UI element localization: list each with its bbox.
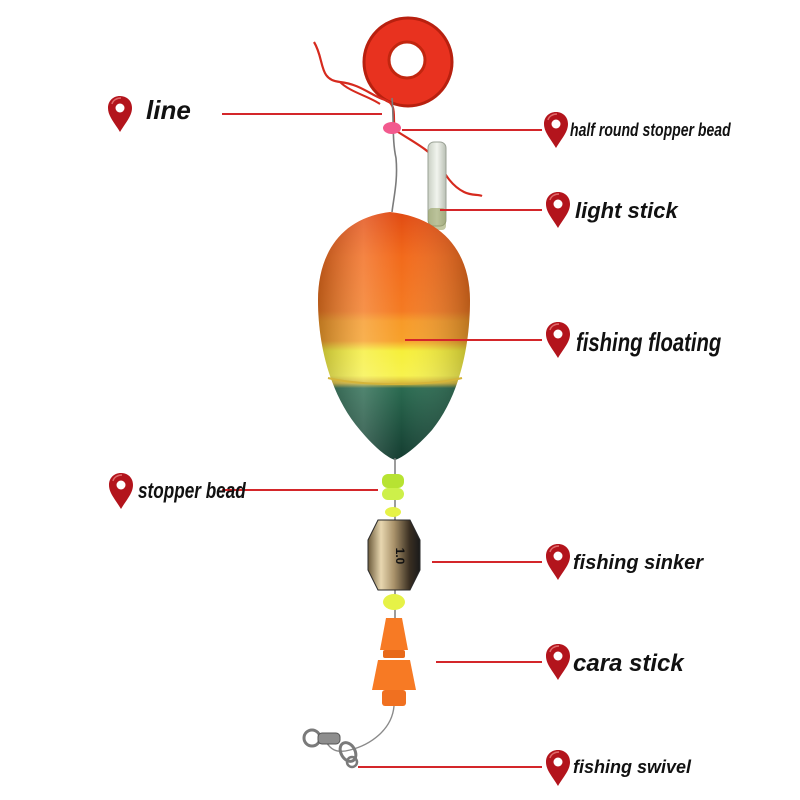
pin-line-map-pin-icon [108, 96, 132, 132]
label-fishing-swivel: fishing swivel [573, 757, 692, 777]
light-stick [427, 141, 447, 230]
half-round-stopper-bead [383, 122, 401, 134]
label-light-stick: light stick [575, 198, 678, 223]
label-fishing-sinker: fishing sinker [573, 552, 704, 574]
pin-light-stick-map-pin-icon [546, 192, 570, 228]
pin-half-round-stopper-bead-map-pin-icon [544, 112, 568, 148]
cara-stick [372, 618, 416, 706]
sinker-marking: 1.0 [393, 548, 407, 565]
rubber-ring-icon [362, 16, 454, 108]
fishing-line [391, 97, 398, 213]
stopper-bead [382, 474, 404, 500]
float-body [318, 212, 470, 460]
label-stopper-bead: stopper bead [138, 478, 246, 503]
label-cara-stick: cara stick [573, 650, 684, 677]
small-bead-bottom [383, 594, 405, 610]
small-bead-top [385, 507, 401, 517]
label-fishing-floating: fishing floating [576, 327, 722, 357]
swivel-wire [325, 705, 395, 752]
pin-stopper-bead-map-pin-icon [109, 473, 133, 509]
fishing-sinker: 1.0 [367, 519, 421, 591]
label-line: line [146, 95, 191, 125]
label-half-round-stopper-bead: half round stopper bead [570, 120, 731, 140]
fishing-swivel [302, 728, 359, 769]
pin-fishing-swivel-map-pin-icon [546, 750, 570, 786]
pin-fishing-sinker-map-pin-icon [546, 544, 570, 580]
pin-fishing-floating-map-pin-icon [546, 322, 570, 358]
pin-cara-stick-map-pin-icon [546, 644, 570, 680]
red-cord-tail [339, 81, 381, 105]
